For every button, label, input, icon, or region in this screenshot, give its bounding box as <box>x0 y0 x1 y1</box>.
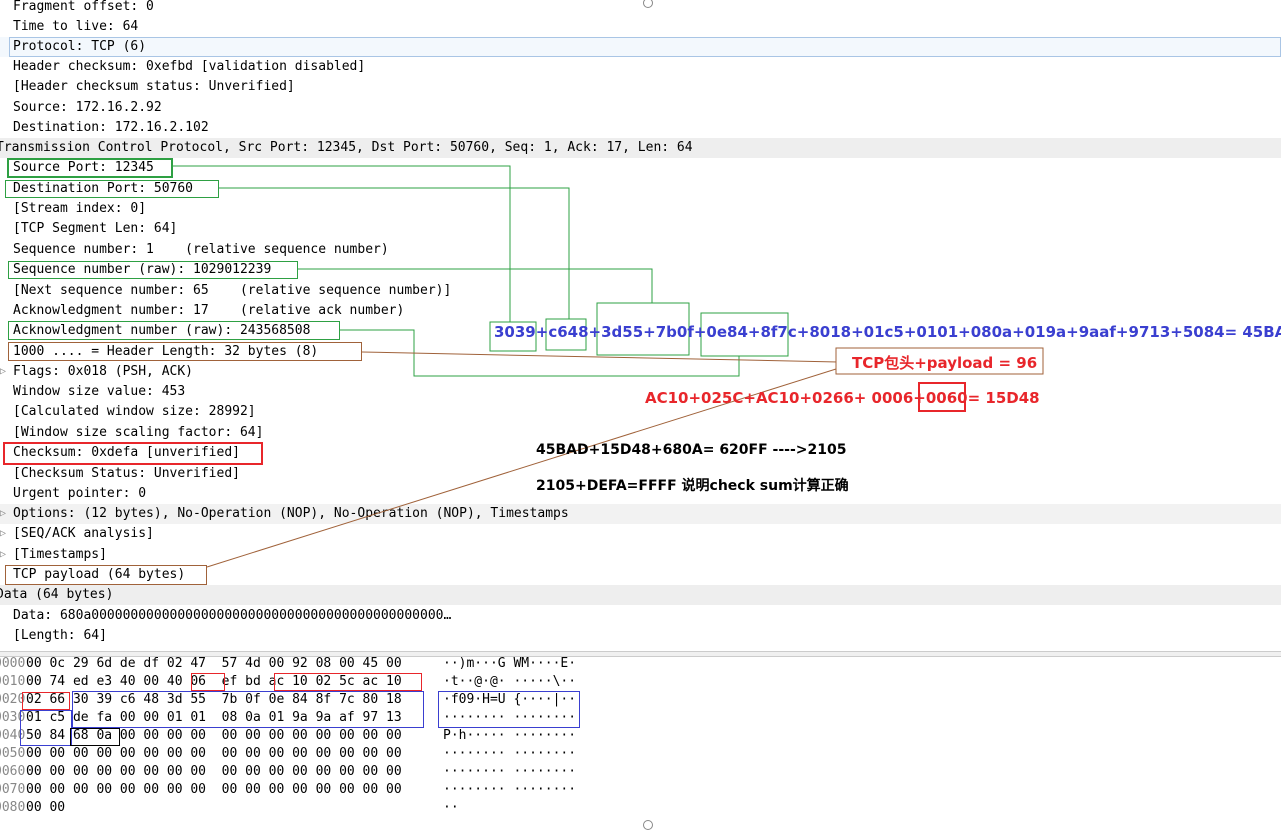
tree-row-data-length[interactable]: [Length: 64] <box>13 628 107 643</box>
annotation-total: 45BAD+15D48+680A= 620FF ---->2105 <box>536 442 847 458</box>
pane-splitter-handle[interactable] <box>643 0 653 8</box>
tree-row-window-size[interactable]: Window size value: 453 <box>13 384 186 399</box>
tree-row-flags[interactable]: ▷Flags: 0x018 (PSH, ACK) <box>0 362 1281 382</box>
tree-row-segment-len[interactable]: [TCP Segment Len: 64] <box>13 221 178 236</box>
annotation-verify: 2105+DEFA=FFFF 说明check sum计算正确 <box>536 478 849 494</box>
tree-row-fragment-offset[interactable]: Fragment offset: 0 <box>13 0 154 14</box>
tree-row-window-scaling[interactable]: [Window size scaling factor: 64] <box>13 425 264 440</box>
annotation-pseudo-header-pre: AC10+025C+AC10+0266+ 0006+ <box>645 389 926 407</box>
tree-row-tcp-payload[interactable]: TCP payload (64 bytes) <box>13 567 186 582</box>
tree-row-header-checksum[interactable]: Header checksum: 0xefbd [validation disa… <box>13 59 366 74</box>
expand-arrow-icon[interactable]: ▷ <box>0 508 7 519</box>
tree-row-destination-ip[interactable]: Destination: 172.16.2.102 <box>13 120 209 135</box>
tree-row-source-port[interactable]: Source Port: 12345 <box>13 160 154 175</box>
annotation-pseudo-header: AC10+025C+AC10+0266+ 0006+0060= 15D48 <box>645 389 1040 407</box>
tree-row-header-length[interactable]: 1000 .... = Header Length: 32 bytes (8) <box>13 344 319 359</box>
pane-divider[interactable] <box>0 651 1281 657</box>
annotation-pseudo-header-proto-len: 0060 <box>925 389 968 407</box>
tree-row-stream-index[interactable]: [Stream index: 0] <box>13 201 147 216</box>
tree-row-source-ip[interactable]: Source: 172.16.2.92 <box>13 100 162 115</box>
tree-row-ttl[interactable]: Time to live: 64 <box>13 19 139 34</box>
tree-row-ack-raw[interactable]: Acknowledgment number (raw): 243568508 <box>13 323 311 338</box>
tree-row-data-value[interactable]: Data: 680a000000000000000000000000000000… <box>13 608 452 623</box>
tree-row-urgent-pointer[interactable]: Urgent pointer: 0 <box>13 486 147 501</box>
annotation-tcp-length: TCP包头+payload = 96 <box>852 354 1038 372</box>
tree-row-header-checksum-status[interactable]: [Header checksum status: Unverified] <box>13 79 295 94</box>
tree-row-data-header[interactable]: Data (64 bytes) <box>0 585 1281 605</box>
annotation-pseudo-header-post: = 15D48 <box>967 389 1040 407</box>
tree-row-tcp-header[interactable]: Transmission Control Protocol, Src Port:… <box>0 138 1281 158</box>
expand-arrow-icon[interactable]: ▷ <box>0 366 7 377</box>
tree-row-calc-window[interactable]: [Calculated window size: 28992] <box>13 404 256 419</box>
tree-row-timestamps[interactable]: ▷[Timestamps] <box>0 545 1281 565</box>
expand-arrow-icon[interactable]: ▷ <box>0 549 7 560</box>
tree-row-seq-ack-analysis[interactable]: ▷[SEQ/ACK analysis] <box>0 524 1281 544</box>
tree-row-protocol[interactable]: Protocol: TCP (6) <box>0 37 1281 57</box>
tree-row-seq-raw[interactable]: Sequence number (raw): 1029012239 <box>13 262 272 277</box>
tree-row-destination-port[interactable]: Destination Port: 50760 <box>13 181 194 196</box>
expand-arrow-icon[interactable]: ▷ <box>0 528 7 539</box>
tree-row-options[interactable]: ▷Options: (12 bytes), No-Operation (NOP)… <box>0 504 1281 524</box>
tree-row-ack-relative[interactable]: Acknowledgment number: 17 (relative ack … <box>13 303 405 318</box>
pane-splitter-handle[interactable] <box>643 820 653 830</box>
annotation-checksum-sum: 3039+c648+3d55+7b0f+0e84+8f7c+8018+01c5+… <box>494 323 1281 341</box>
tree-row-seq-relative[interactable]: Sequence number: 1 (relative sequence nu… <box>13 242 389 257</box>
tree-row-next-seq[interactable]: [Next sequence number: 65 (relative sequ… <box>13 283 452 298</box>
